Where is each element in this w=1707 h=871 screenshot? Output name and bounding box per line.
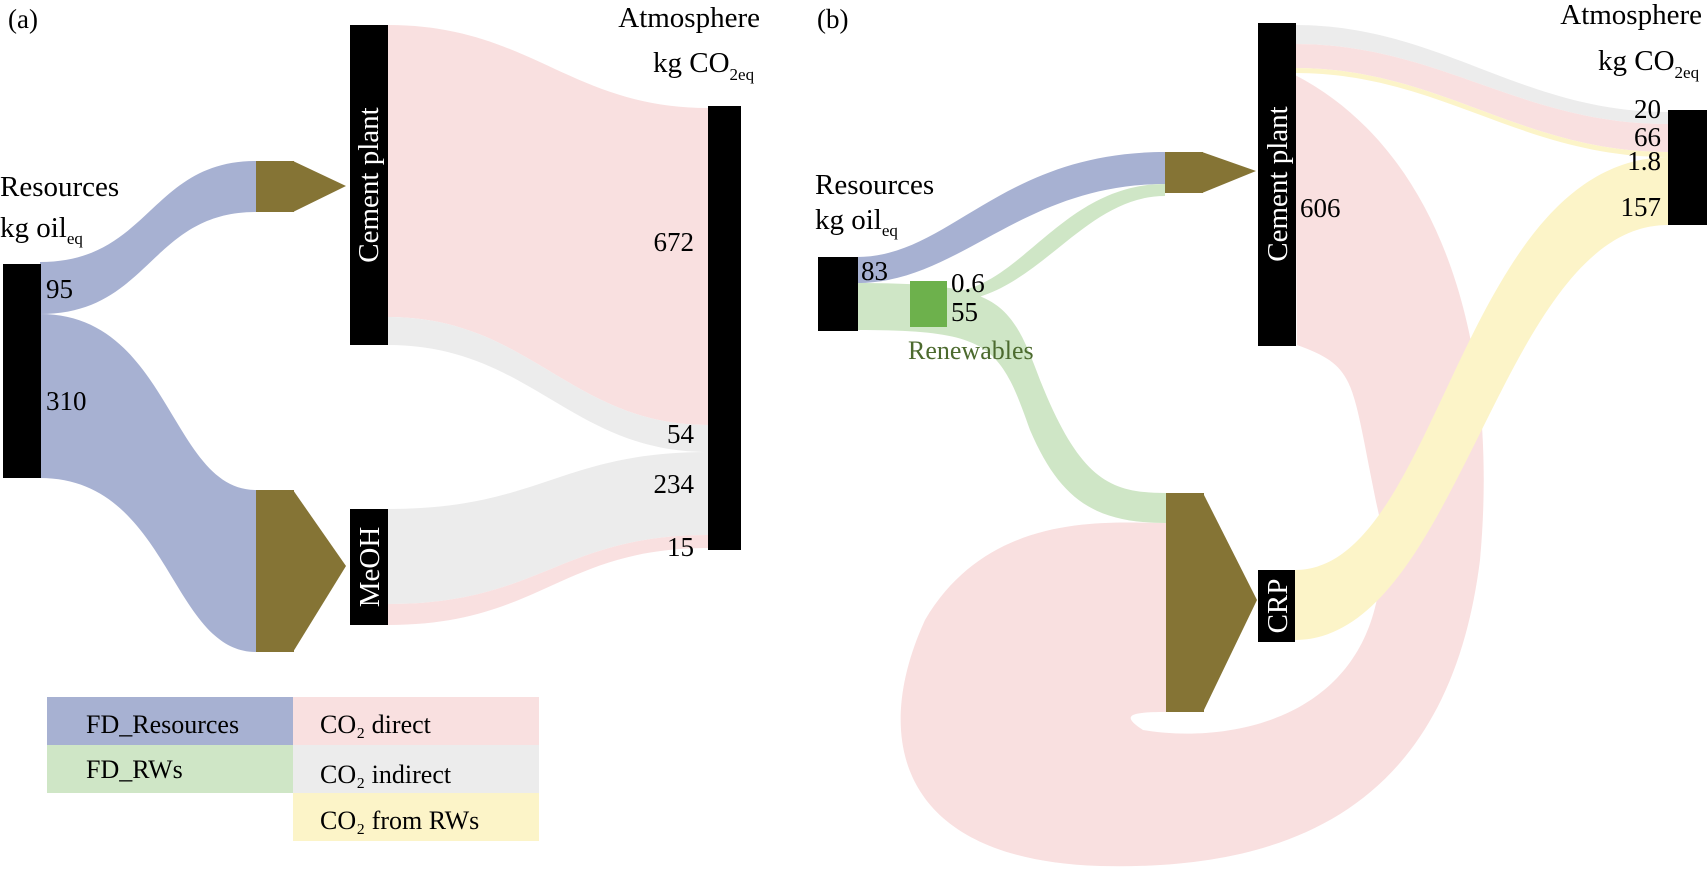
flow-b-cement-rw-atm — [1295, 68, 1668, 157]
value-a-direct-meoh: 15 — [667, 532, 694, 562]
node-a-meoh-arrow — [293, 490, 346, 652]
node-b-crp-arrow — [1203, 493, 1257, 712]
flow-b-cement-indirect — [1295, 25, 1668, 124]
legend-swatch-co2-rws — [293, 793, 539, 841]
atmosphere-b-title: Atmosphere — [1560, 0, 1702, 31]
value-a-indirect-cement: 54 — [667, 419, 695, 449]
value-b-atm-rw-cement: 1.8 — [1627, 146, 1661, 176]
resources-b-title: Resources — [815, 169, 934, 201]
node-b-crp-process — [1166, 493, 1204, 712]
node-b-renewables — [910, 281, 947, 327]
legend-swatch-co2-direct — [293, 697, 539, 745]
resources-b-unit: kg oileq — [815, 204, 898, 240]
node-a-cement-process — [256, 161, 294, 212]
value-a-res-cement: 95 — [46, 274, 73, 304]
flow-a-meoh-indirect — [388, 452, 708, 604]
panel-a: Cement plant MeOH (a) Resources kg oileq… — [0, 2, 760, 652]
node-a-meoh — [350, 509, 388, 625]
label-a-meoh: MeOH — [354, 527, 386, 608]
flow-b-rw-to-cement — [946, 184, 1165, 302]
node-b-resources — [818, 257, 858, 331]
node-b-cement-arrow — [1202, 152, 1256, 193]
value-b-atm-direct: 66 — [1634, 122, 1661, 152]
flow-a-cement-direct — [388, 25, 708, 425]
flow-b-crp-rw-atm — [1295, 157, 1668, 640]
value-a-direct-cement: 672 — [654, 227, 695, 257]
panel-b: Cement plant CRP (b) Resources kg oileq … — [815, 0, 1707, 867]
flow-b-resources-to-cement — [857, 152, 1165, 283]
value-b-rw-cement: 0.6 — [951, 268, 985, 298]
node-b-atmosphere — [1668, 110, 1707, 225]
node-a-meoh-process — [256, 490, 294, 652]
flow-b-cement-direct-loop — [900, 75, 1484, 867]
label-b-cement-plant: Cement plant — [1262, 106, 1294, 261]
flow-b-rw-to-crp — [857, 283, 1166, 523]
resources-a-title: Resources — [0, 171, 119, 203]
flow-b-cement-direct-atm — [1295, 44, 1668, 152]
value-b-resources: 83 — [861, 256, 888, 286]
legend-label-co2-direct: CO₂ direct — [320, 710, 432, 739]
flow-a-resources-to-meoh — [40, 314, 256, 652]
node-b-cement-process — [1165, 152, 1203, 193]
legend-swatch-fd-resources — [47, 697, 293, 745]
flow-a-cement-indirect — [388, 317, 708, 452]
node-a-atmosphere — [708, 106, 741, 550]
legend-label-co2-rws: CO₂ from RWs — [320, 806, 479, 835]
atmosphere-b-unit: kg CO2eq — [1598, 45, 1700, 82]
panel-b-tag: (b) — [817, 4, 848, 34]
legend-label-fd-resources: FD_Resources — [86, 710, 239, 739]
legend-label-co2-indirect: CO₂ indirect — [320, 760, 452, 789]
legend-label-fd-rws: FD_RWs — [86, 755, 183, 784]
node-b-crp — [1258, 570, 1295, 642]
value-b-atm-indirect: 20 — [1634, 94, 1661, 124]
node-a-cement-arrow — [293, 161, 346, 212]
atmosphere-a-unit: kg CO2eq — [653, 47, 755, 84]
atmosphere-a-title: Atmosphere — [618, 2, 760, 34]
resources-a-unit: kg oileq — [0, 212, 83, 248]
node-a-resources — [3, 264, 41, 478]
label-a-cement-plant: Cement plant — [353, 107, 385, 262]
legend-swatch-co2-indirect — [293, 745, 539, 793]
label-b-crp: CRP — [1262, 579, 1294, 634]
label-renewables: Renewables — [908, 336, 1034, 365]
node-b-cement-plant — [1258, 23, 1296, 346]
panel-a-tag: (a) — [8, 4, 38, 34]
value-b-direct-cement: 606 — [1300, 193, 1341, 223]
value-a-res-meoh: 310 — [46, 386, 87, 416]
flow-a-meoh-direct — [388, 535, 708, 625]
legend-swatch-fd-rws — [47, 745, 293, 793]
value-b-rw-crp: 55 — [951, 297, 978, 327]
value-b-atm-rw-crp: 157 — [1621, 192, 1662, 222]
legend: FD_Resources FD_RWs CO₂ direct CO₂ indir… — [47, 697, 539, 841]
flow-a-resources-to-cement — [40, 161, 256, 314]
value-a-indirect-meoh: 234 — [654, 469, 695, 499]
node-a-cement-plant — [350, 25, 388, 345]
